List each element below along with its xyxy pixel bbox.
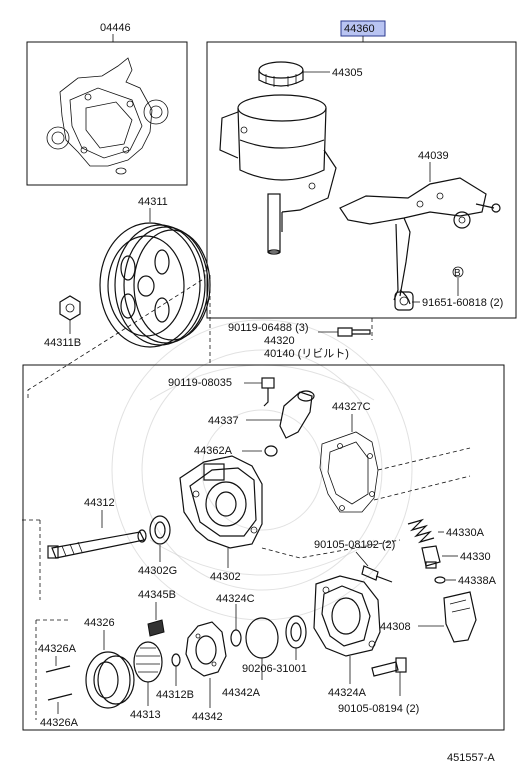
label-44337: 44337 — [208, 415, 239, 427]
label-44302: 44302 — [210, 571, 241, 583]
label-44342: 44342 — [192, 711, 223, 723]
label-90105-08194: 90105-08194 (2) — [338, 703, 419, 715]
label-90206-31001: 90206-31001 — [242, 663, 307, 675]
union-bolt-group: 90119-06488 (3) 44320 40140 (リビルト) — [228, 318, 373, 360]
label-91651-60818: 91651-60818 (2) — [422, 297, 503, 309]
label-44324c: 44324C — [216, 593, 255, 605]
label-44326a-top: 44326A — [38, 643, 77, 655]
pulley-group: 44311 — [99, 196, 211, 348]
label-44320: 44320 — [264, 335, 295, 347]
gasket-kit-group: 04446 — [26, 22, 188, 186]
label-44326: 44326 — [84, 617, 115, 629]
label-44330: 44330 — [460, 551, 491, 563]
label-44308: 44308 — [380, 621, 411, 633]
label-44342a: 44342A — [222, 687, 261, 699]
diagram-id: 451557-A — [447, 752, 495, 764]
label-90105-08192: 90105-08192 (2) — [314, 539, 395, 551]
label-90119-06488: 90119-06488 (3) — [228, 322, 309, 334]
label-44312: 44312 — [84, 497, 115, 509]
label-44311b: 44311B — [44, 337, 81, 349]
label-44039: 44039 — [418, 150, 449, 162]
label-44345b: 44345B — [138, 589, 176, 601]
label-44302g: 44302G — [138, 565, 177, 577]
label-44313: 44313 — [130, 709, 161, 721]
reservoir-assy-group: 44360 44305 44 — [206, 20, 517, 319]
label-44312b: 44312B — [156, 689, 194, 701]
label-44326a-bottom: 44326A — [40, 717, 79, 729]
label-44362a: 44362A — [194, 445, 233, 457]
label-44305: 44305 — [332, 67, 363, 79]
label-40140: 40140 (リビルト) — [264, 347, 349, 360]
label-44338a: 44338A — [458, 575, 497, 587]
label-44327c: 44327C — [332, 401, 371, 413]
label-90119-08035: 90119-08035 — [168, 377, 232, 389]
label-04446: 04446 — [100, 22, 131, 34]
label-44330a: 44330A — [446, 527, 485, 539]
label-bolt-marker: B — [454, 268, 461, 279]
pulley-nut-group: 44311B — [44, 295, 81, 349]
label-44360: 44360 — [344, 23, 375, 35]
label-44311: 44311 — [138, 196, 168, 208]
pump-internals-group: 90119-08035 44337 44362A 44327C 44312 — [20, 270, 505, 731]
label-44324a: 44324A — [328, 687, 367, 699]
